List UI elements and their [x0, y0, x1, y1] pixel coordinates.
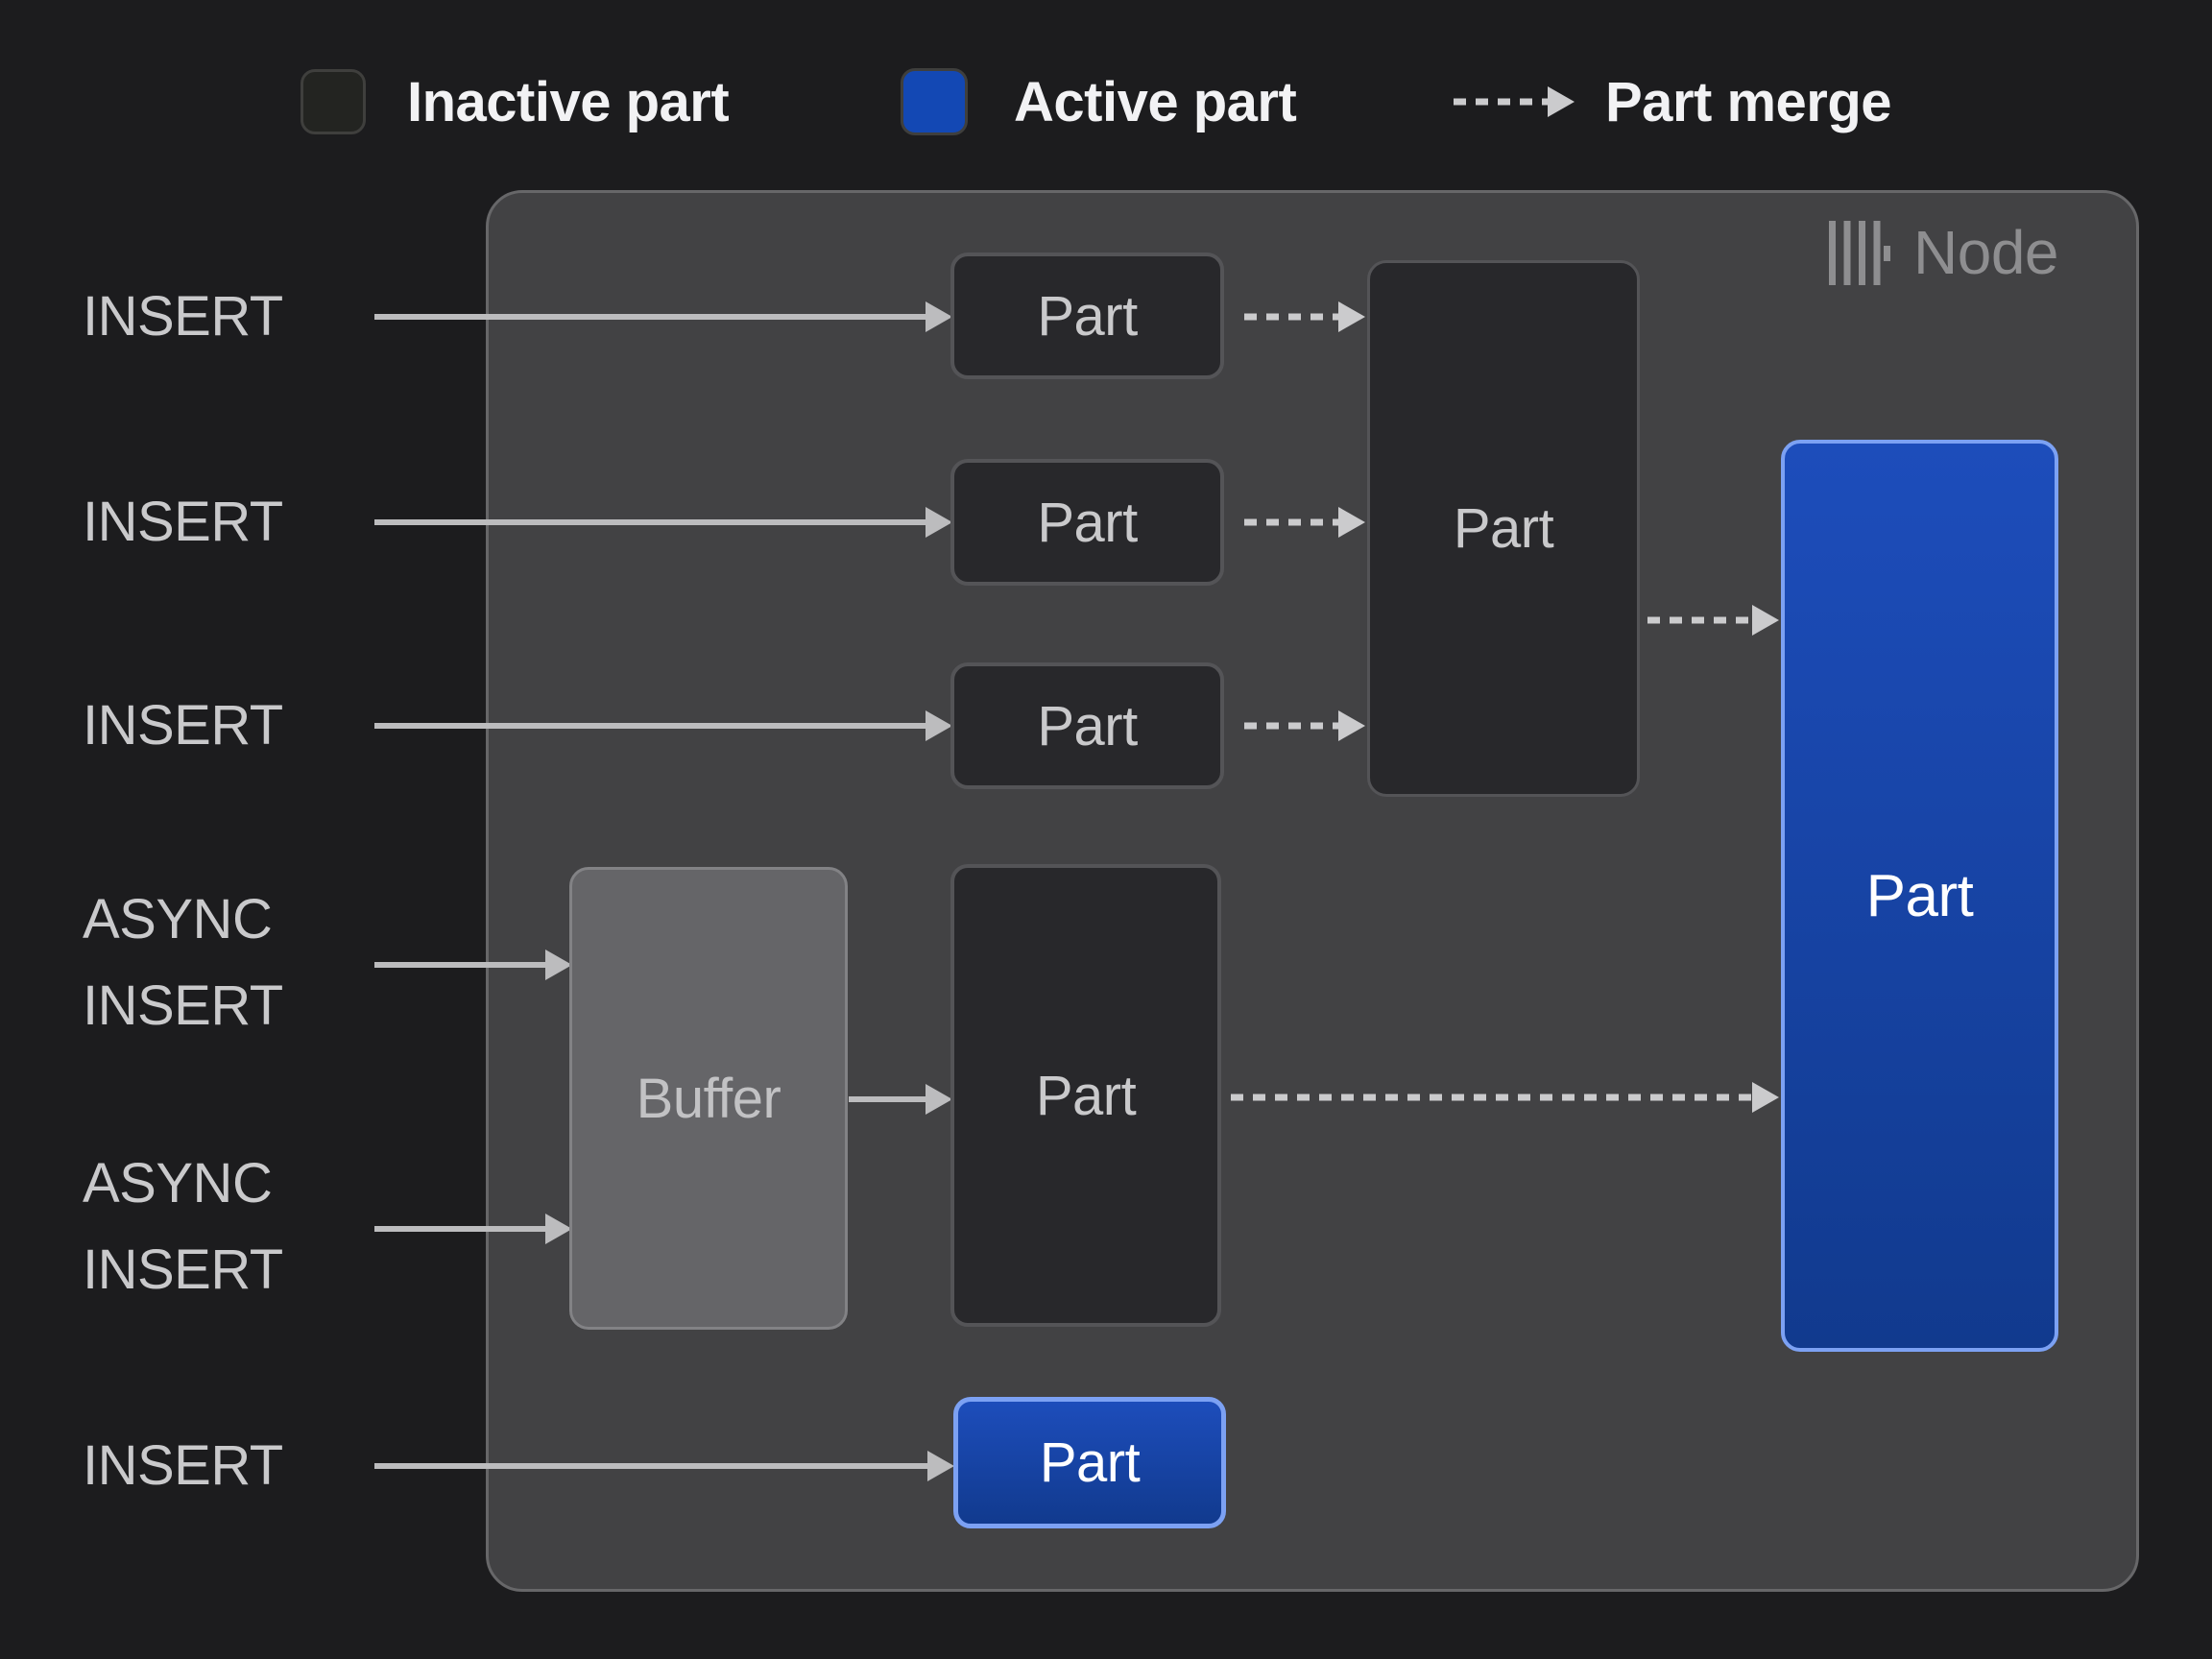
insert-label-1: INSERT	[83, 285, 283, 348]
legend-item-inactive: Inactive part	[301, 38, 730, 165]
async-insert-2-line-2: INSERT	[83, 1238, 283, 1301]
buffer-box: Buffer	[569, 867, 848, 1330]
merge-arrow-part2	[1244, 506, 1365, 539]
merge-arrow-part1	[1244, 301, 1365, 333]
active-part-box: Part	[1781, 440, 2058, 1352]
merge-part-box: Part	[1367, 260, 1640, 797]
async-insert-arrow-1	[374, 949, 572, 981]
part-box-3: Part	[950, 662, 1224, 789]
node-title: Node	[1829, 217, 2059, 288]
node-title-label: Node	[1913, 218, 2059, 287]
active-part-box-small: Part	[953, 1397, 1226, 1528]
buffer-to-part-arrow	[849, 1083, 952, 1116]
legend-item-active: Active part	[901, 38, 1297, 165]
merge-arrow-buffered-to-active	[1231, 1081, 1779, 1114]
insert-arrow-4	[374, 1450, 954, 1482]
inactive-part-swatch	[301, 69, 366, 134]
clickhouse-logo-icon	[1829, 220, 1890, 285]
legend-inactive-label: Inactive part	[407, 70, 730, 133]
legend-active-label: Active part	[1014, 70, 1297, 133]
part-box-2: Part	[950, 459, 1224, 586]
insert-arrow-1	[374, 301, 952, 333]
insert-label-4: INSERT	[83, 1434, 283, 1497]
async-insert-label-2: ASYNC INSERT	[83, 1141, 283, 1313]
async-insert-arrow-2	[374, 1213, 572, 1245]
async-insert-1-line-2: INSERT	[83, 974, 283, 1037]
async-insert-1-line-1: ASYNC	[83, 888, 273, 950]
merge-arrow-part3	[1244, 709, 1365, 742]
legend-item-merge: Part merge	[1454, 38, 1892, 165]
insert-arrow-3	[374, 709, 952, 742]
part-merge-arrow-icon	[1454, 85, 1575, 118]
insert-label-3: INSERT	[83, 694, 283, 757]
merge-arrow-to-active	[1647, 604, 1779, 637]
insert-label-2: INSERT	[83, 491, 283, 553]
part-box-1: Part	[950, 252, 1224, 379]
legend-merge-label: Part merge	[1605, 70, 1892, 133]
insert-arrow-2	[374, 506, 952, 539]
async-insert-label-1: ASYNC INSERT	[83, 877, 283, 1049]
active-part-swatch	[901, 68, 968, 135]
buffered-part-box: Part	[950, 864, 1221, 1327]
async-insert-2-line-1: ASYNC	[83, 1152, 273, 1214]
